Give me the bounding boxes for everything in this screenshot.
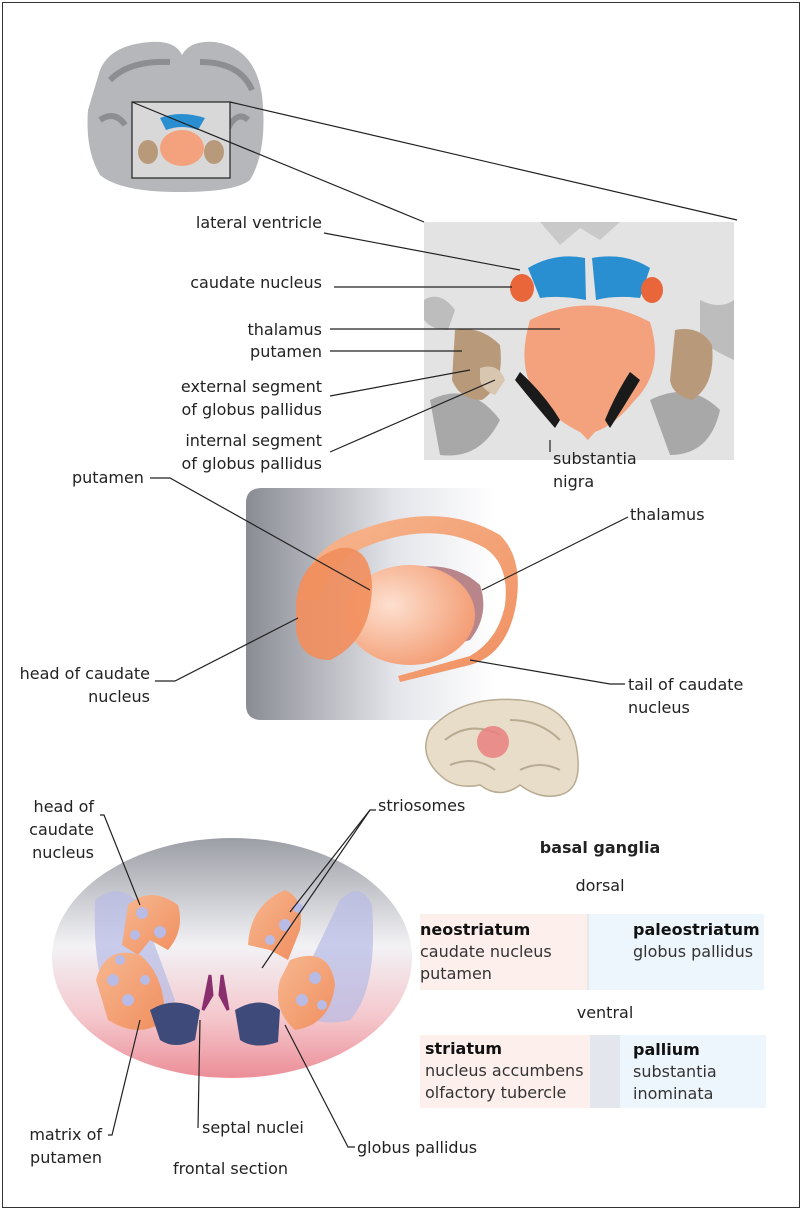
label-caudate-nucleus: caudate nucleus [150,271,322,294]
coronal-brain-thumbnail [88,42,264,192]
label-putamen-mid: putamen [72,466,144,489]
label-thalamus-mid: thalamus [630,503,705,526]
legend-ventral: ventral [505,1001,705,1024]
legend-dorsal: dorsal [500,874,700,897]
coronal-section-enlarged [424,222,734,460]
legend-paleostriatum: paleostriatum globus pallidus [633,919,760,963]
label-tail-caudate: tail of caudate nucleus [628,673,743,719]
label-thalamus-top: thalamus [150,318,322,341]
label-striosomes: striosomes [378,794,465,817]
frontal-section-diagram [52,838,412,1078]
label-external-segment: external segment of globus pallidus [130,375,322,421]
label-globus-pallidus: globus pallidus [357,1136,477,1159]
legend-striatum: striatum nucleus accumbens olfactory tub… [425,1038,584,1104]
label-matrix-putamen: matrix of putamen [10,1123,102,1169]
label-head-caudate-bottom: head of caudate nucleus [10,795,94,864]
label-septal-nuclei: septal nuclei [202,1116,304,1139]
label-head-caudate-mid: head of caudate nucleus [10,662,150,708]
label-internal-segment: internal segment of globus pallidus [130,429,322,475]
label-frontal-section: frontal section [173,1157,288,1180]
label-putamen-top: putamen [150,340,322,363]
zoom-line [230,102,737,220]
lateral-brain-icon [426,699,578,796]
legend-pallium: pallium substantia inominata [633,1039,717,1105]
label-lateral-ventricle: lateral ventricle [150,211,322,234]
lateral-basal-ganglia [246,488,518,720]
legend-neostriatum: neostriatum caudate nucleus putamen [420,919,552,985]
label-substantia-nigra: substantia nigra [553,447,637,493]
legend-title: basal ganglia [500,836,700,859]
